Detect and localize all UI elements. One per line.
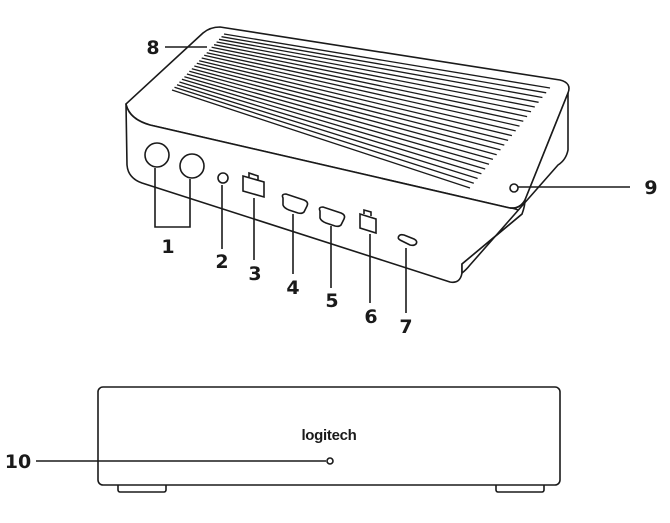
vent-slat	[223, 33, 551, 89]
callout-7: 7	[399, 316, 412, 338]
callout-10: 10	[5, 451, 31, 473]
vent-slat	[171, 89, 471, 189]
port-1a-round	[144, 142, 170, 168]
vent-slat	[204, 54, 520, 127]
vent-slat	[189, 70, 497, 156]
vent-slat	[216, 41, 539, 103]
vent-slat	[191, 68, 501, 151]
callout-8: 8	[146, 37, 159, 59]
callout-5: 5	[325, 290, 338, 312]
device-front-view: logitech 10	[5, 386, 561, 493]
vent-slat	[184, 76, 490, 165]
vent-slat	[194, 65, 505, 146]
vent-slat	[206, 52, 524, 122]
device-edge	[509, 199, 526, 209]
vent-slat	[201, 57, 516, 132]
vent-slat	[221, 36, 547, 94]
port-4-hdmi	[281, 193, 309, 215]
vent-slat	[186, 73, 494, 161]
status-led	[326, 457, 334, 465]
brand-logo: logitech	[301, 427, 356, 444]
top-vent-slats	[171, 33, 551, 189]
port-3-ethernet	[242, 171, 265, 199]
port-1b-round	[179, 153, 205, 179]
port-9-side-hole	[509, 183, 519, 193]
port-2-audio-jack	[217, 172, 229, 184]
vent-slat	[208, 49, 528, 118]
device-side-face	[461, 92, 569, 274]
port-7-usb-c	[397, 233, 418, 247]
callout-4: 4	[286, 277, 299, 299]
vent-slat	[218, 38, 543, 99]
vent-slat	[196, 62, 509, 142]
callout-6: 6	[364, 306, 377, 328]
vent-slat	[179, 81, 482, 175]
vent-slat	[211, 46, 532, 113]
device-rear-view: 1 2 3 4 5 6 7 8 9	[125, 26, 658, 338]
callout-3: 3	[248, 263, 261, 285]
vent-slat	[176, 84, 478, 180]
callout-9: 9	[644, 177, 657, 199]
vent-slat	[213, 44, 535, 108]
vent-slat	[199, 60, 513, 137]
callout-1: 1	[161, 236, 174, 258]
leader-1	[154, 168, 191, 228]
vent-slat	[181, 78, 486, 170]
port-6-ethernet-small	[359, 208, 377, 235]
port-5-hdmi	[318, 206, 346, 228]
callout-2: 2	[215, 251, 228, 273]
vent-slat	[174, 86, 474, 184]
